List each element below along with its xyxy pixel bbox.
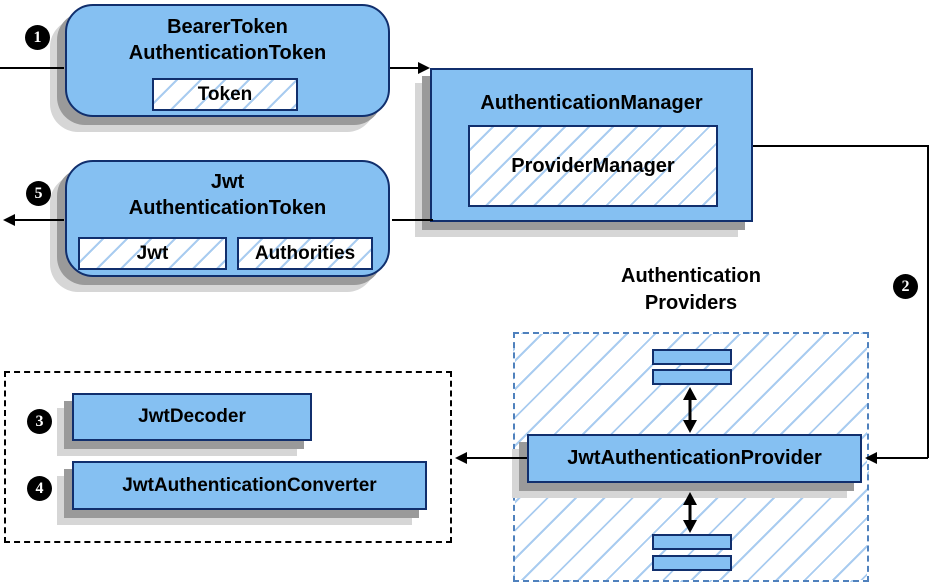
provider-stack-bar xyxy=(652,369,732,385)
node-title: BearerToken AuthenticationToken xyxy=(67,6,388,66)
node-jwt-authentication-converter: JwtAuthenticationConverter xyxy=(72,461,427,510)
provider-stack-bar xyxy=(652,555,732,571)
node-title: JwtAuthenticationProvider xyxy=(567,447,822,469)
node-title: JwtAuthenticationConverter xyxy=(122,474,377,496)
chip-jwt-label: Jwt xyxy=(136,242,169,264)
node-jwt-decoder: JwtDecoder xyxy=(72,393,312,441)
step-badge-5-number: 5 xyxy=(34,184,43,202)
node-jwt-authentication-token: Jwt AuthenticationToken Jwt Authorities xyxy=(65,160,390,277)
step-badge-5: 5 xyxy=(26,181,51,206)
node-authentication-manager: AuthenticationManager ProviderManager xyxy=(430,68,753,222)
node-title: AuthenticationManager xyxy=(432,70,751,116)
node-title-line1: Jwt xyxy=(210,171,245,193)
arrow-bearer-to-manager-head-icon xyxy=(418,62,430,74)
step-badge-2-number: 2 xyxy=(901,277,910,295)
arrow-outgoing-head-icon xyxy=(3,214,15,226)
arrow-provider-to-resolvers-head-icon xyxy=(455,452,467,464)
node-title: JwtDecoder xyxy=(138,406,246,427)
providers-group-label-line1: Authentication xyxy=(621,265,761,287)
node-title-line2: AuthenticationToken xyxy=(128,197,327,219)
chip-token: Token xyxy=(152,78,298,111)
providers-group-label: Authentication Providers xyxy=(513,263,869,317)
step-badge-4: 4 xyxy=(27,476,52,501)
chip-authorities-label: Authorities xyxy=(254,242,356,264)
step-badge-3-number: 3 xyxy=(35,412,44,430)
resolvers-group-box xyxy=(4,371,452,543)
chip-jwt: Jwt xyxy=(78,237,227,270)
node-title-line2: AuthenticationToken xyxy=(128,42,327,64)
chip-token-label: Token xyxy=(197,83,253,105)
chip-authorities: Authorities xyxy=(237,237,373,270)
chip-provider-manager: ProviderManager xyxy=(468,125,718,207)
step-badge-2: 2 xyxy=(893,274,918,299)
providers-group-label-line2: Providers xyxy=(644,292,738,314)
node-title-line1: AuthenticationManager xyxy=(480,92,703,114)
step-badge-3: 3 xyxy=(27,409,52,434)
node-title: Jwt AuthenticationToken xyxy=(67,162,388,221)
step-badge-4-number: 4 xyxy=(35,479,44,497)
provider-stack-bar xyxy=(652,349,732,365)
node-jwt-authentication-provider: JwtAuthenticationProvider xyxy=(527,434,862,483)
node-title-line1: BearerToken xyxy=(167,16,288,38)
step-badge-1: 1 xyxy=(25,25,50,50)
step-badge-1-number: 1 xyxy=(33,28,42,46)
node-bearer-token-authentication-token: BearerToken AuthenticationToken Token xyxy=(65,4,390,117)
provider-stack-bar xyxy=(652,534,732,550)
chip-provider-manager-label: ProviderManager xyxy=(511,154,675,177)
